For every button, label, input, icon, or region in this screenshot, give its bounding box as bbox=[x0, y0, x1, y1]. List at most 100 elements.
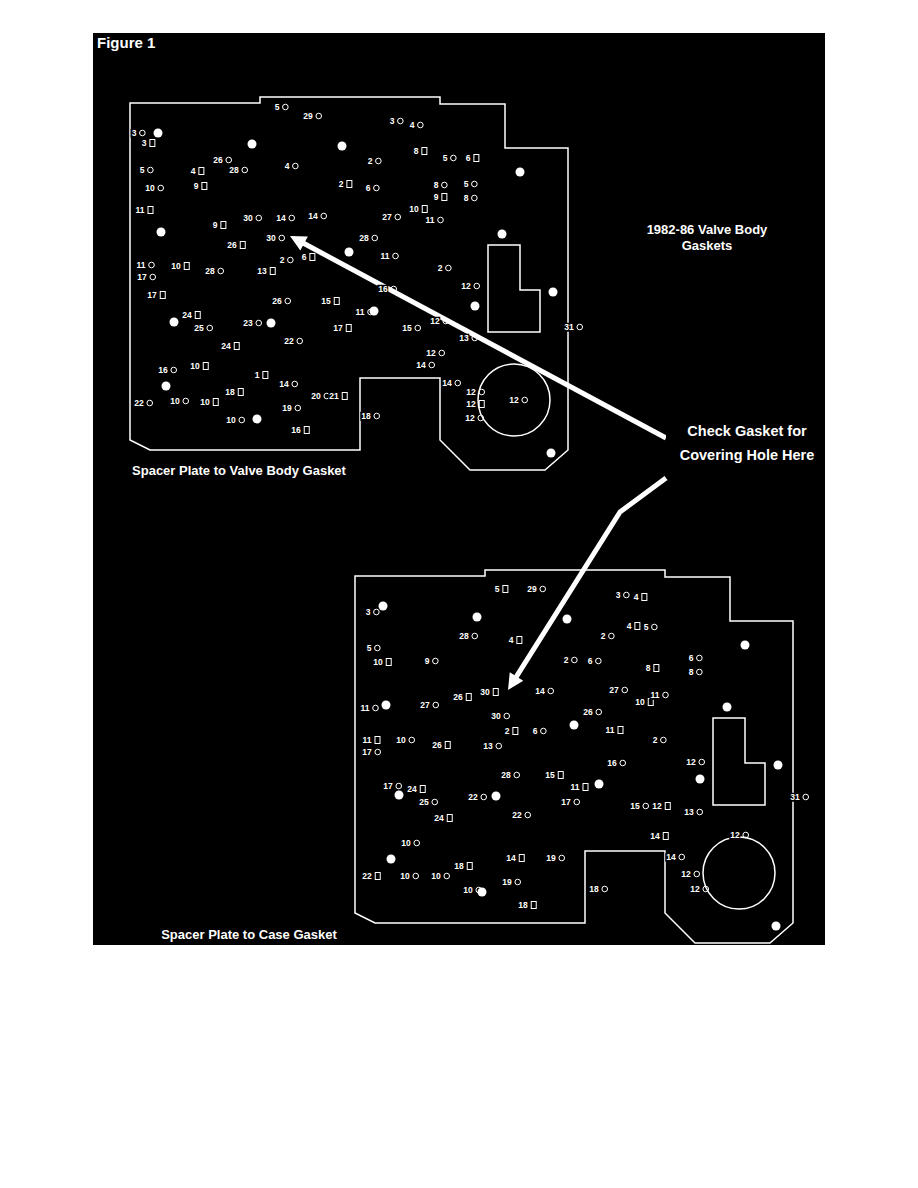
hole-symbol bbox=[635, 623, 640, 630]
hole-symbol bbox=[609, 633, 615, 639]
hole-symbol bbox=[140, 130, 146, 136]
callout-number: 25 bbox=[193, 324, 204, 333]
callout-number: 6 bbox=[465, 154, 472, 163]
callout-number: 2 bbox=[652, 736, 659, 745]
callout-number: 6 bbox=[532, 727, 539, 736]
hole-symbol bbox=[517, 637, 522, 644]
callout-number: 4 bbox=[409, 121, 416, 130]
hole-symbol bbox=[433, 658, 439, 664]
hole-symbol bbox=[455, 380, 461, 386]
callout-number: 26 bbox=[226, 241, 237, 250]
hole-symbol bbox=[422, 148, 427, 155]
hole-symbol bbox=[559, 855, 565, 861]
hole-symbol bbox=[515, 879, 521, 885]
callout-number: 11 bbox=[650, 691, 661, 700]
hole-symbol bbox=[202, 183, 207, 190]
callout-number: 23 bbox=[242, 319, 253, 328]
callout-number: 28 bbox=[458, 632, 469, 641]
callout-number: 3 bbox=[141, 139, 148, 148]
callout-number: 18 bbox=[453, 862, 464, 871]
callout-number: 13 bbox=[256, 267, 267, 276]
callout-number: 10 bbox=[408, 205, 419, 214]
callout-number: 26 bbox=[431, 741, 442, 750]
callout-number: 10 bbox=[634, 698, 645, 707]
callout-number: 14 bbox=[307, 212, 318, 221]
callout-number: 5 bbox=[643, 623, 650, 632]
gasket-caption: Spacer Plate to Valve Body Gasket bbox=[126, 463, 352, 480]
hole-symbol bbox=[414, 840, 420, 846]
hole-symbol bbox=[289, 215, 295, 221]
hole-symbol bbox=[297, 338, 303, 344]
callout-number: 5 bbox=[442, 154, 449, 163]
callout-number: 12 bbox=[464, 414, 475, 423]
hole-symbol bbox=[466, 694, 471, 701]
hole-symbol bbox=[171, 367, 177, 373]
hole-symbol bbox=[374, 609, 380, 615]
callout-number: 3 bbox=[131, 129, 138, 138]
callout-number: 22 bbox=[361, 872, 372, 881]
hole-symbol bbox=[160, 292, 165, 299]
callout-number: 15 bbox=[320, 297, 331, 306]
hole-symbol bbox=[347, 181, 352, 188]
pointer-arrow bbox=[508, 478, 666, 690]
hole-symbol bbox=[342, 393, 347, 400]
hole-symbol bbox=[572, 657, 578, 663]
hole-symbol bbox=[256, 215, 262, 221]
hole-symbol bbox=[467, 863, 472, 870]
hole-symbol bbox=[503, 586, 508, 593]
hole-symbol bbox=[442, 194, 447, 201]
callout-number: 10 bbox=[399, 872, 410, 881]
callout-number: 2 bbox=[437, 264, 444, 273]
callout-number: 10 bbox=[144, 184, 155, 193]
hole-symbol bbox=[622, 687, 628, 693]
hole-symbol bbox=[321, 213, 327, 219]
hole-symbol bbox=[602, 886, 608, 892]
callout-number: 18 bbox=[360, 412, 371, 421]
callout-number: 14 bbox=[275, 214, 286, 223]
callout-number: 6 bbox=[365, 184, 372, 193]
callout-number: 12 bbox=[685, 758, 696, 767]
hole-symbol bbox=[218, 268, 224, 274]
callout-number: 15 bbox=[401, 324, 412, 333]
callout-number: 12 bbox=[508, 396, 519, 405]
figure-title: Figure 1 bbox=[97, 34, 155, 51]
gasket-plate: Spacer Plate to Case Gasket bbox=[355, 570, 795, 943]
callout-number: 8 bbox=[645, 664, 652, 673]
callout-number: 19 bbox=[281, 404, 292, 413]
hole-symbol bbox=[596, 709, 602, 715]
callout-number: 3 bbox=[389, 117, 396, 126]
callout-number: 14 bbox=[278, 380, 289, 389]
hole-symbol bbox=[652, 624, 658, 630]
callout-number: 13 bbox=[683, 808, 694, 817]
callout-number: 10 bbox=[430, 872, 441, 881]
callout-number: 12 bbox=[465, 400, 476, 409]
hole-symbol bbox=[442, 182, 448, 188]
callout-number: 4 bbox=[190, 167, 197, 176]
hole-symbol bbox=[195, 312, 200, 319]
callout-number: 24 bbox=[181, 311, 192, 320]
hole-symbol bbox=[242, 167, 248, 173]
callout-number: 22 bbox=[467, 793, 478, 802]
hole-symbol bbox=[283, 104, 289, 110]
hole-symbol bbox=[439, 350, 445, 356]
hole-symbol bbox=[697, 809, 703, 815]
callout-number: 28 bbox=[358, 234, 369, 243]
hole-symbol bbox=[395, 214, 401, 220]
callout-number: 2 bbox=[600, 632, 607, 641]
callout-number: 12 bbox=[651, 802, 662, 811]
hole-symbol bbox=[239, 417, 245, 423]
callout-number: 26 bbox=[271, 297, 282, 306]
hole-symbol bbox=[288, 257, 294, 263]
hole-symbol bbox=[472, 633, 478, 639]
hole-symbol bbox=[438, 217, 444, 223]
hole-symbol bbox=[472, 181, 478, 187]
callout-number: 30 bbox=[242, 214, 253, 223]
callout-number: 13 bbox=[458, 334, 469, 343]
callout-number: 29 bbox=[526, 585, 537, 594]
hole-symbol bbox=[697, 669, 703, 675]
callout-number: 10 bbox=[462, 886, 473, 895]
hole-symbol bbox=[279, 235, 285, 241]
